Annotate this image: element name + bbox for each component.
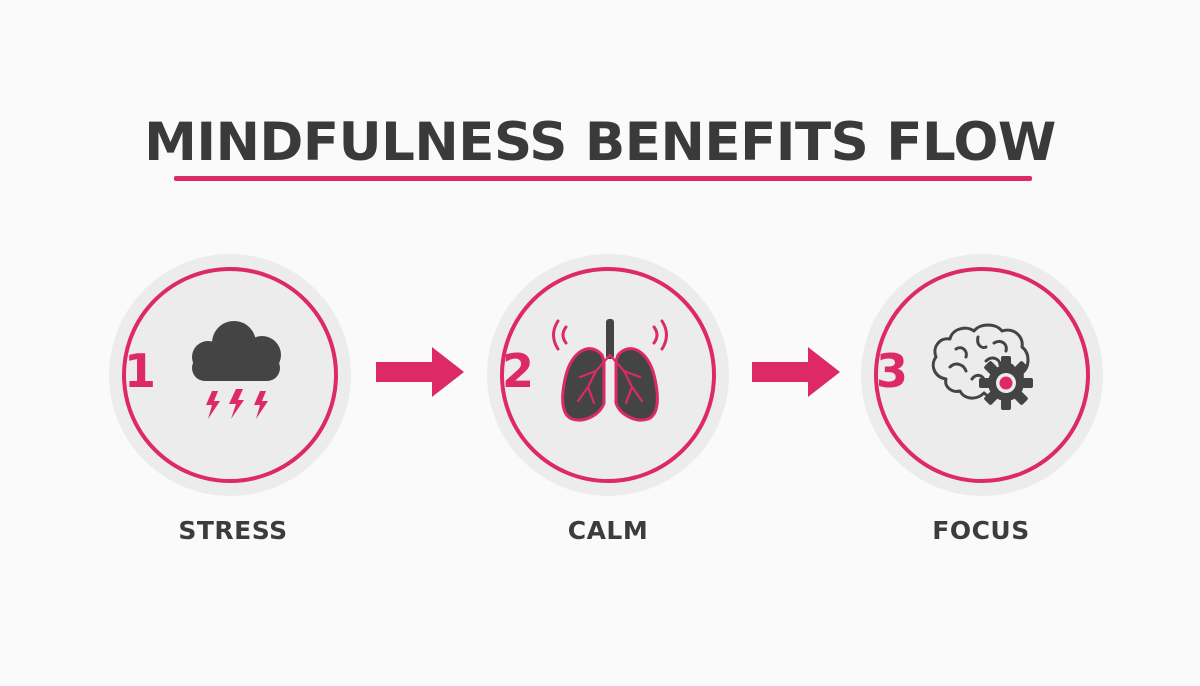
step-disc xyxy=(487,254,729,496)
brain-gear-icon xyxy=(931,323,1033,410)
step-label-stress: STRESS xyxy=(178,516,288,545)
flow-arrow xyxy=(376,347,464,397)
step-number: 3 xyxy=(875,344,908,398)
flow-arrow xyxy=(752,347,840,397)
step-label-focus: FOCUS xyxy=(932,516,1030,545)
step-label-calm: CALM xyxy=(567,516,649,545)
lungs-icon xyxy=(552,319,668,422)
storm-cloud-icon xyxy=(192,321,281,419)
step-stress: 1 xyxy=(108,253,352,497)
diagram-title: MINDFULNESS BENEFITS FLOW xyxy=(144,112,1056,173)
step-calm: 2 xyxy=(486,253,730,497)
title-underline xyxy=(174,176,1032,181)
step-number: 1 xyxy=(123,344,156,398)
step-focus: 3 xyxy=(860,253,1104,497)
step-number: 2 xyxy=(501,344,534,398)
